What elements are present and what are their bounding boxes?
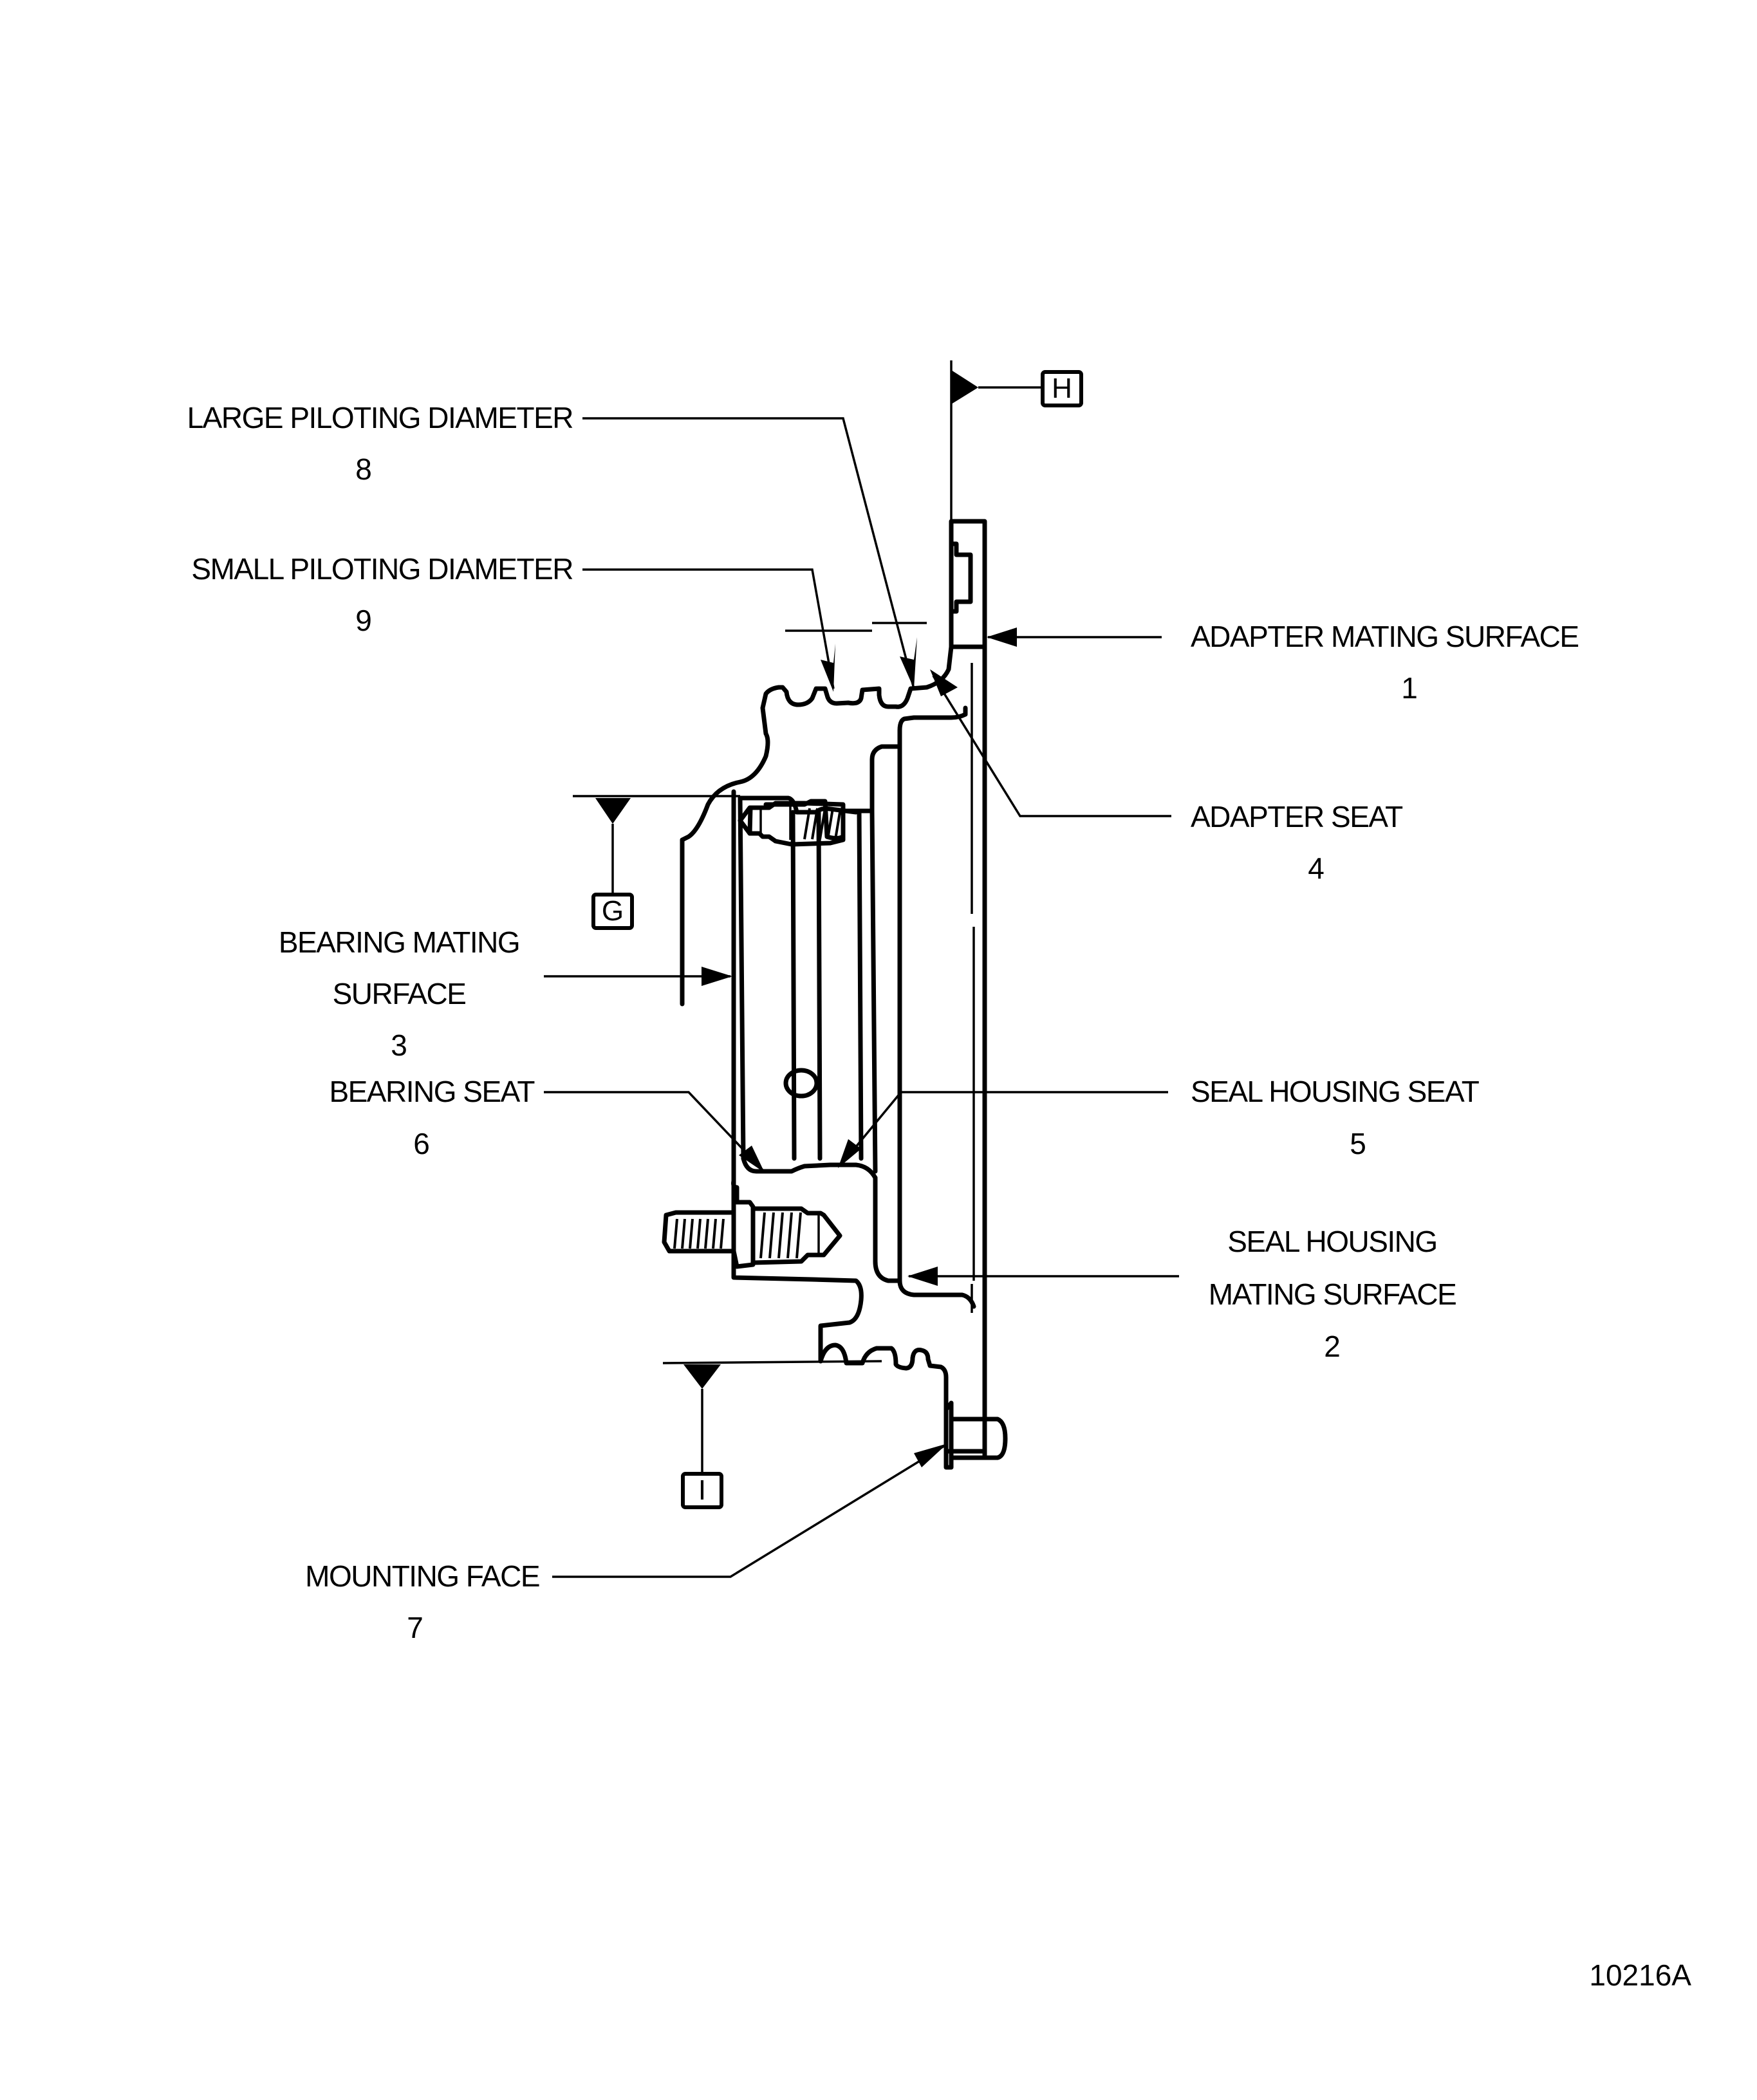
top-flange-notch — [949, 541, 973, 614]
datum-g-box — [591, 893, 634, 930]
number-bearing-seat: 6 — [413, 1127, 430, 1160]
number-adapter-seat: 4 — [1308, 851, 1325, 885]
label-seal-housing-seat: SEAL HOUSING SEAT — [1191, 1075, 1480, 1108]
label-seal-housing-mating-surface-line2: MATING SURFACE — [1209, 1278, 1456, 1311]
bore-groove-1 — [790, 810, 797, 1161]
arrow-small-piloting-diameter — [821, 644, 835, 692]
arrow-adapter-mating-surface — [987, 627, 1017, 647]
number-small-piloting-diameter: 9 — [355, 604, 372, 637]
arrow-bearing-mating-surface — [702, 967, 732, 986]
datum-i-box — [681, 1472, 723, 1509]
arrow-mounting-face — [914, 1444, 947, 1467]
label-bearing-mating-surface-line1: BEARING MATING — [279, 925, 519, 959]
datum-i-letter: I — [698, 1474, 706, 1506]
mounting-bolt — [944, 1400, 1008, 1470]
number-large-piloting-diameter: 8 — [355, 452, 372, 486]
lower-profile — [818, 1343, 949, 1412]
lower-body-right — [873, 1175, 902, 1283]
arrow-large-piloting-diameter — [900, 637, 917, 689]
datum-g-letter: G — [602, 895, 624, 927]
bottom-stud — [662, 1200, 842, 1269]
arrow-bearing-seat — [739, 1146, 765, 1173]
flange-plate — [949, 641, 987, 1454]
figure-number: 10216A — [1589, 1958, 1691, 1992]
bore-groove-2 — [816, 810, 823, 1161]
number-mounting-face: 7 — [407, 1611, 423, 1644]
bore-groove-4 — [869, 808, 878, 1174]
label-adapter-seat: ADAPTER SEAT — [1191, 800, 1403, 833]
leader-adapter-seat — [932, 675, 1171, 817]
leader-lines — [544, 417, 1179, 1578]
number-adapter-mating-surface: 1 — [1401, 671, 1418, 705]
arrow-adapter-seat — [930, 669, 958, 696]
label-bearing-mating-surface-line2: SURFACE — [333, 977, 466, 1010]
bearing-bore-inner — [738, 795, 746, 1161]
bore-groove-3 — [857, 810, 864, 1161]
housing-cross-section — [662, 519, 1008, 1470]
datum-i-symbol: I — [662, 1360, 882, 1509]
datum-h-letter: H — [1052, 373, 1072, 404]
label-small-piloting-diameter: SMALL PILOTING DIAMETER — [191, 552, 573, 586]
datum-h-box — [1041, 370, 1083, 407]
leader-mounting-face — [552, 1444, 947, 1578]
adapter-seat-step — [897, 705, 976, 1309]
arrow-seal-housing-mating-surface — [907, 1267, 938, 1286]
bearing-seat-top-line — [738, 795, 859, 815]
label-large-piloting-diameter: LARGE PILOTING DIAMETER — [187, 401, 573, 434]
leader-large-piloting-diameter — [582, 417, 915, 689]
callout-labels: LARGE PILOTING DIAMETER 8 SMALL PILOTING… — [187, 401, 1692, 1992]
datum-h-symbol: H — [950, 360, 1083, 521]
datum-g-triangle — [595, 798, 631, 824]
mounting-flange — [949, 519, 987, 649]
seal-seat-step — [763, 744, 902, 841]
label-bearing-seat: BEARING SEAT — [329, 1075, 535, 1108]
bearing-seat-bottom-line — [741, 1156, 878, 1180]
leader-seal-housing-seat — [839, 1091, 1168, 1167]
arrow-seal-housing-seat — [838, 1139, 861, 1168]
leader-small-piloting-diameter — [582, 568, 835, 689]
flange-inner-line — [971, 663, 975, 1313]
number-seal-housing-seat: 5 — [1350, 1127, 1366, 1160]
datum-h-triangle — [951, 370, 978, 404]
lower-body — [731, 1175, 864, 1361]
leader-bearing-seat — [544, 1091, 764, 1171]
bottom-stud-threads — [673, 1212, 802, 1259]
label-mounting-face: MOUNTING FACE — [305, 1559, 539, 1593]
label-seal-housing-mating-surface-line1: SEAL HOUSING — [1227, 1225, 1436, 1258]
upper-profile — [680, 644, 954, 1007]
datum-i-triangle — [683, 1364, 721, 1389]
oil-hole — [783, 1068, 819, 1099]
datum-g-symbol: G — [573, 795, 740, 930]
label-adapter-mating-surface: ADAPTER MATING SURFACE — [1191, 620, 1579, 653]
number-bearing-mating-surface: 3 — [391, 1028, 407, 1062]
number-seal-housing-mating-surface: 2 — [1324, 1330, 1341, 1363]
